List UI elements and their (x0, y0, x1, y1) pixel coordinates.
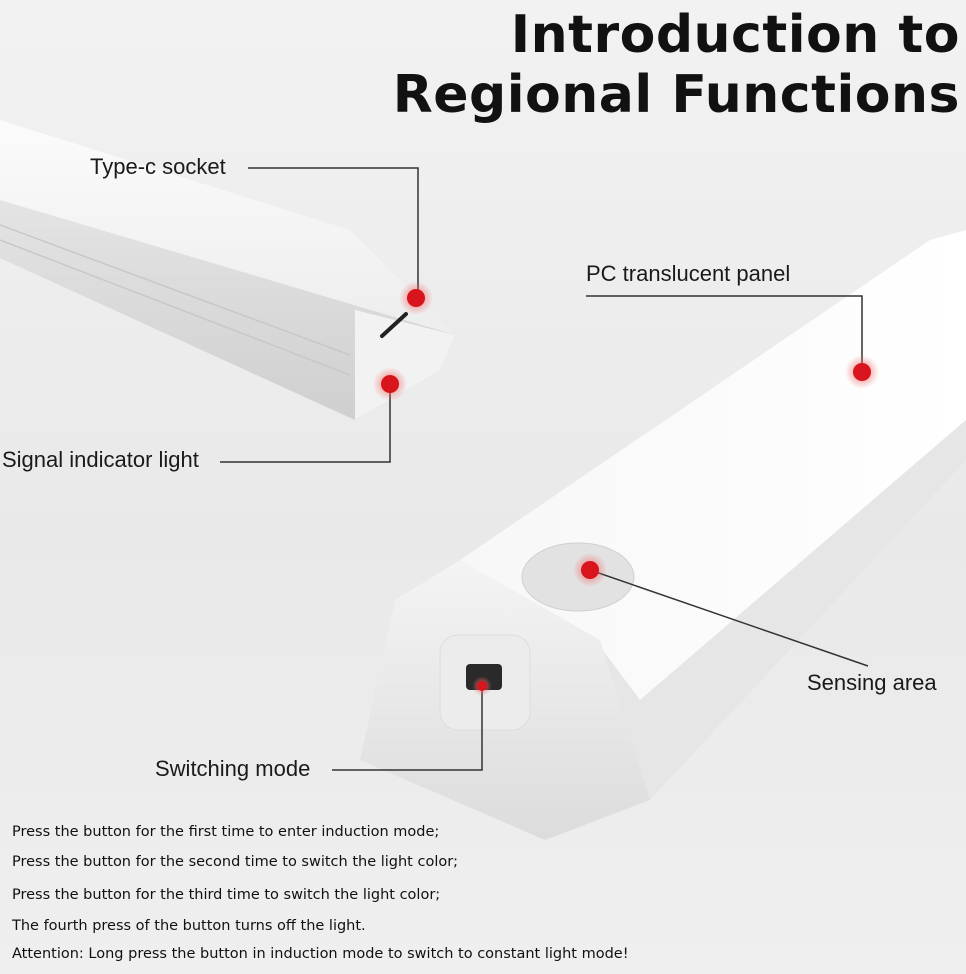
signal-indicator-light-label: Signal indicator light (2, 447, 199, 472)
instruction-line-4: The fourth press of the button turns off… (12, 918, 366, 934)
callout-markers (373, 281, 879, 696)
signal-indicator-marker (373, 367, 407, 401)
lower-light-bar (360, 230, 966, 840)
instruction-line-5: Attention: Long press the button in indu… (12, 946, 629, 962)
switching-mode-marker (472, 676, 492, 696)
instruction-line-2: Press the button for the second time to … (12, 854, 459, 870)
type-c-socket-marker (399, 281, 433, 315)
pc-translucent-panel-label: PC translucent panel (586, 261, 791, 286)
switching-mode-label: Switching mode (155, 756, 311, 781)
pc-panel-marker (845, 355, 879, 389)
page-title-line-2: Regional Functions (392, 65, 960, 125)
page-title-line-1: Introduction to (510, 5, 960, 65)
instruction-line-3: Press the button for the third time to s… (12, 887, 441, 903)
type-c-socket-label: Type-c socket (90, 154, 226, 179)
sensing-area-label: Sensing area (807, 670, 937, 695)
leader-lines (220, 167, 869, 771)
usb-c-port-icon (380, 312, 408, 338)
sensing-area-marker (573, 553, 607, 587)
instruction-line-1: Press the button for the first time to e… (12, 824, 440, 840)
